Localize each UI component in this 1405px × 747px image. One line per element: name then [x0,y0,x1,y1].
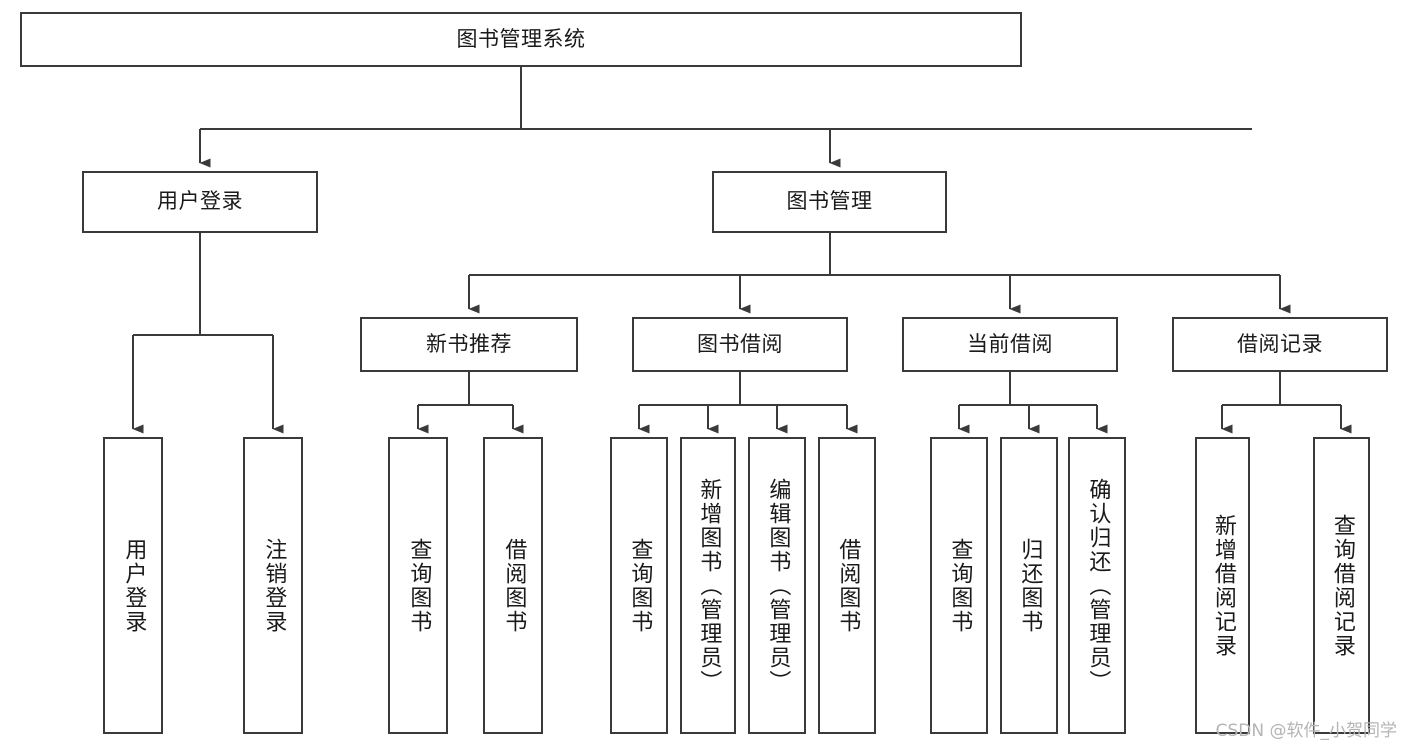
node-book-management[interactable]: 图书管理 [712,171,947,233]
node-leaf-add-borrow-record-label: 新增借阅记录 [1210,513,1236,658]
node-book-borrow-label: 图书借阅 [697,331,783,356]
node-book-borrow[interactable]: 图书借阅 [632,317,848,372]
node-leaf-user-login[interactable]: 用户登录 [103,437,163,734]
node-leaf-return-book-label: 归还图书 [1017,537,1043,634]
node-leaf-confirm-return-admin-label: 确认归还（管理员） [1085,477,1111,694]
node-leaf-query-book-1-label: 查询图书 [406,537,432,634]
node-leaf-query-book-1[interactable]: 查询图书 [388,437,448,734]
node-leaf-borrow-book-2-label: 借阅图书 [835,537,861,634]
node-leaf-query-book-2[interactable]: 查询图书 [610,437,668,734]
node-leaf-return-book[interactable]: 归还图书 [1000,437,1058,734]
node-root-system[interactable]: 图书管理系统 [20,12,1022,67]
node-borrow-records[interactable]: 借阅记录 [1172,317,1388,372]
node-leaf-query-borrow-record-label: 查询借阅记录 [1329,513,1355,658]
node-leaf-user-login-label: 用户登录 [121,537,147,634]
node-leaf-edit-book-admin[interactable]: 编辑图书（管理员） [748,437,806,734]
node-leaf-borrow-book-2[interactable]: 借阅图书 [818,437,876,734]
node-new-book-recommend[interactable]: 新书推荐 [360,317,578,372]
node-leaf-confirm-return-admin[interactable]: 确认归还（管理员） [1068,437,1126,734]
node-leaf-add-book-admin-label: 新增图书（管理员） [696,477,722,694]
node-leaf-logout[interactable]: 注销登录 [243,437,303,734]
node-new-book-recommend-label: 新书推荐 [426,331,512,356]
node-user-login[interactable]: 用户登录 [82,171,318,233]
node-leaf-borrow-book-1-label: 借阅图书 [501,537,527,634]
node-leaf-query-book-3-label: 查询图书 [947,537,973,634]
node-current-borrow-label: 当前借阅 [967,331,1053,356]
node-leaf-add-book-admin[interactable]: 新增图书（管理员） [680,437,736,734]
node-leaf-logout-label: 注销登录 [261,537,287,634]
node-root-system-label: 图书管理系统 [456,26,586,51]
node-leaf-add-borrow-record[interactable]: 新增借阅记录 [1195,437,1250,734]
node-current-borrow[interactable]: 当前借阅 [902,317,1118,372]
node-book-management-label: 图书管理 [786,189,873,214]
node-user-login-label: 用户登录 [157,189,243,214]
node-leaf-query-book-2-label: 查询图书 [627,537,653,634]
node-leaf-query-book-3[interactable]: 查询图书 [930,437,988,734]
node-borrow-records-label: 借阅记录 [1237,331,1323,356]
node-leaf-borrow-book-1[interactable]: 借阅图书 [483,437,543,734]
node-leaf-query-borrow-record[interactable]: 查询借阅记录 [1313,437,1370,734]
node-leaf-edit-book-admin-label: 编辑图书（管理员） [765,477,791,694]
